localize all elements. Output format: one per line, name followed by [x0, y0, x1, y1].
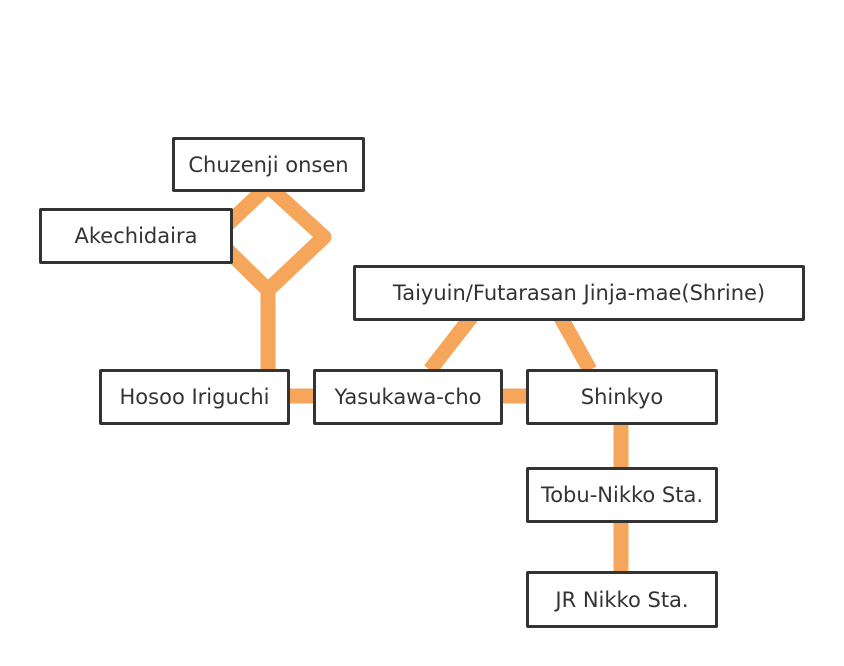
station-yasukawa-cho: Yasukawa-cho — [313, 369, 503, 425]
station-label: Yasukawa-cho — [334, 385, 482, 409]
station-label: Shinkyo — [580, 385, 664, 409]
station-jr-nikko: JR Nikko Sta. — [526, 571, 718, 628]
line-taiyuin-shinkyo — [553, 312, 597, 374]
station-label: Akechidaira — [74, 224, 198, 248]
station-akechidaira: Akechidaira — [39, 208, 233, 264]
station-label: JR Nikko Sta. — [555, 587, 689, 612]
station-taiyuin: Taiyuin/Futarasan Jinja-mae(Shrine) — [353, 265, 805, 321]
station-label: Hosoo Iriguchi — [119, 385, 270, 409]
station-label: Chuzenji onsen — [188, 152, 349, 177]
station-chuzenji-onsen: Chuzenji onsen — [172, 137, 365, 192]
station-label: Taiyuin/Futarasan Jinja-mae(Shrine) — [392, 281, 766, 305]
station-shinkyo: Shinkyo — [526, 369, 718, 425]
station-label: Tobu-Nikko Sta. — [540, 483, 704, 507]
station-tobu-nikko: Tobu-Nikko Sta. — [526, 467, 718, 523]
station-hosoo-iriguchi: Hosoo Iriguchi — [99, 369, 290, 425]
line-taiyuin-yasukawa — [424, 311, 478, 375]
